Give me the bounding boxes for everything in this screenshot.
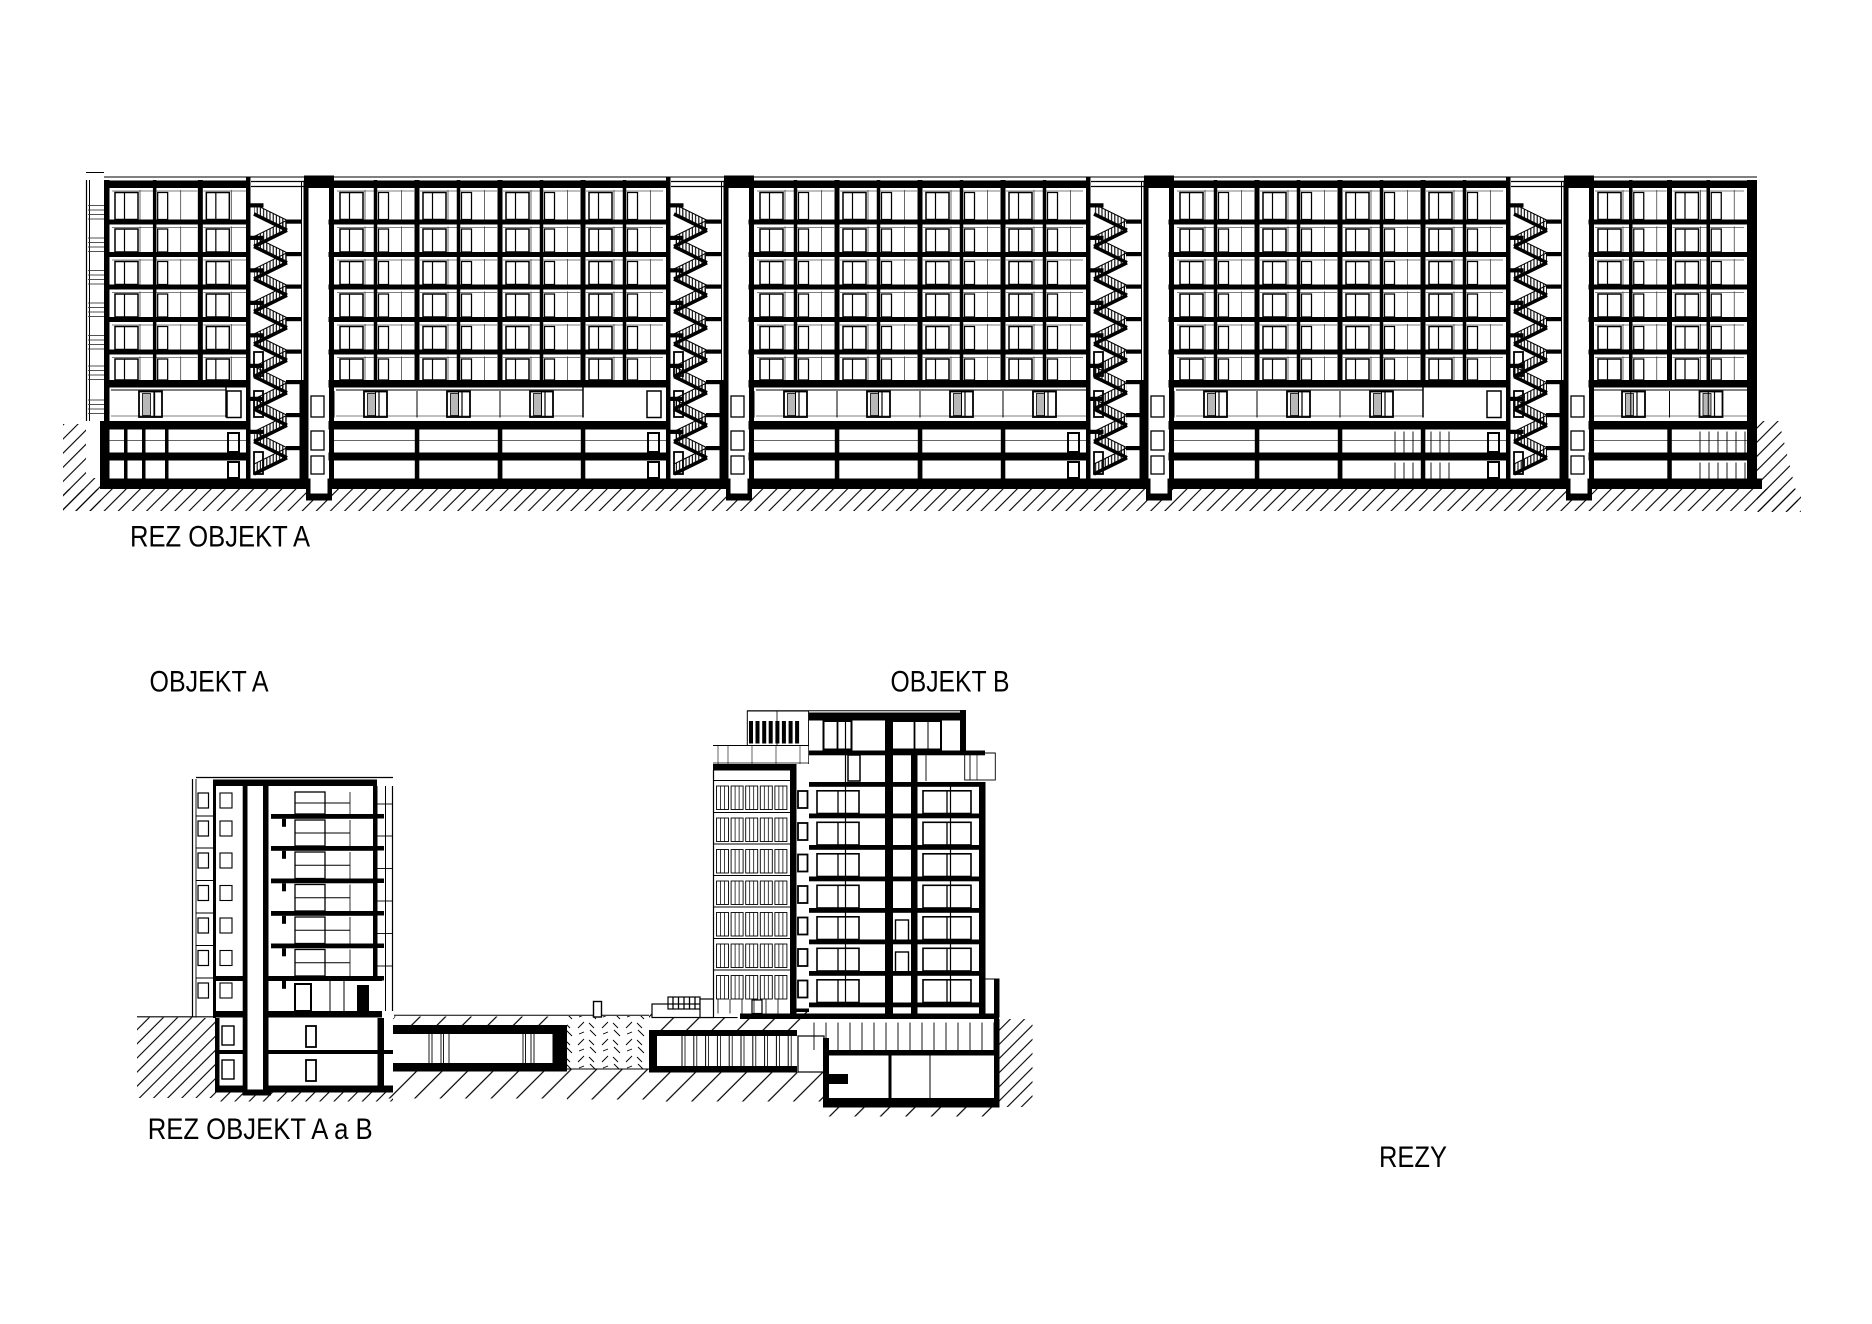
- svg-text:REZ OBJEKT A: REZ OBJEKT A: [130, 521, 310, 554]
- svg-text:OBJEKT A: OBJEKT A: [150, 666, 269, 699]
- svg-text:REZ OBJEKT A a B: REZ OBJEKT A a B: [148, 1113, 373, 1146]
- svg-text:REZY: REZY: [1379, 1141, 1447, 1174]
- svg-text:OBJEKT B: OBJEKT B: [891, 666, 1010, 699]
